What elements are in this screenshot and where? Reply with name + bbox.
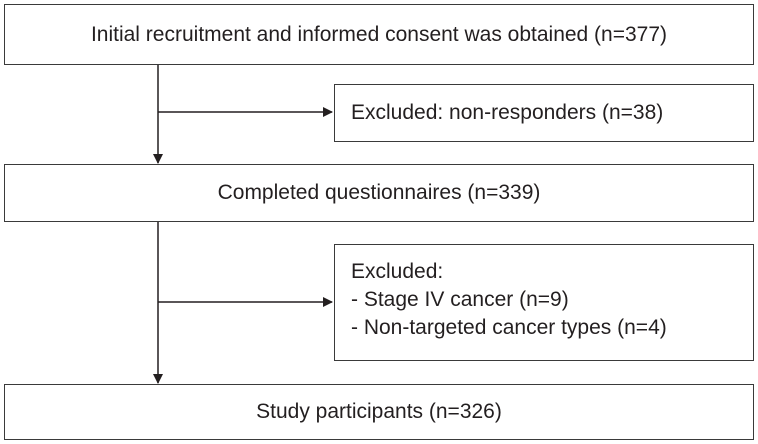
- exclusion-box-non-responders: Excluded: non-responders (n=38): [334, 84, 754, 142]
- completed-questionnaires-label: Completed questionnaires (n=339): [217, 181, 541, 205]
- completed-questionnaires-box: Completed questionnaires (n=339): [4, 164, 754, 222]
- recruitment-label: Initial recruitment and informed consent…: [90, 22, 668, 46]
- study-participants-box: Study participants (n=326): [4, 384, 754, 440]
- exclusion-box-criteria: Excluded: - Stage IV cancer (n=9) - Non-…: [334, 244, 754, 361]
- recruitment-box: Initial recruitment and informed consent…: [4, 4, 754, 65]
- exclusion-item-stage-iv: - Stage IV cancer (n=9): [351, 288, 569, 311]
- exclusion-non-responders-label: Excluded: non-responders (n=38): [351, 101, 664, 125]
- exclusion-item-non-targeted: - Non-targeted cancer types (n=4): [351, 316, 667, 339]
- study-participants-label: Study participants (n=326): [256, 400, 502, 424]
- exclusion-heading: Excluded:: [351, 260, 444, 283]
